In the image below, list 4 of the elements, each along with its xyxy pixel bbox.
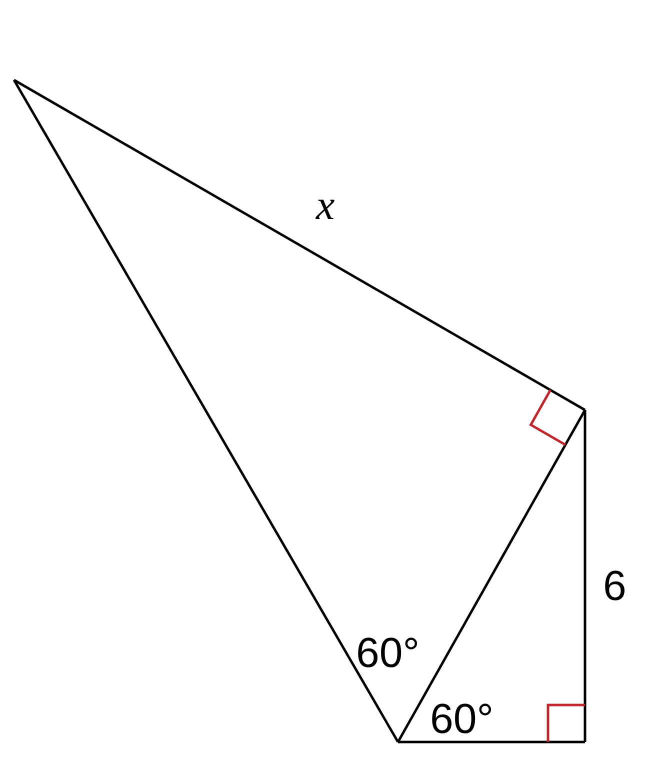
- angle-label: 60°: [430, 698, 494, 740]
- angle-label: 60°: [356, 632, 420, 674]
- side-label: x: [316, 185, 335, 227]
- side-label: 6: [603, 565, 626, 607]
